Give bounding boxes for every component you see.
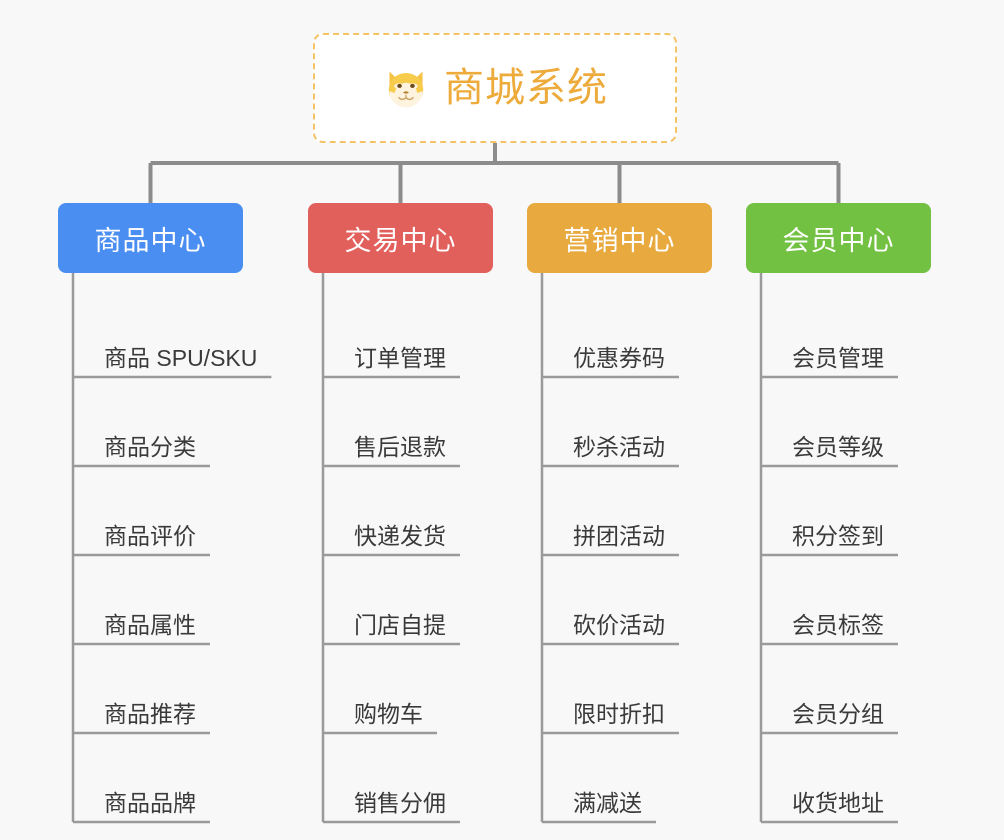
leaf-item-label: 购物车 [354,700,423,727]
leaf-item[interactable]: 商品品牌 [58,733,243,822]
leaf-item-label: 积分签到 [792,522,884,549]
leaf-item-label: 商品分类 [104,433,196,460]
leaf-item[interactable]: 订单管理 [308,288,493,377]
leaf-item[interactable]: 砍价活动 [527,555,712,644]
leaf-item[interactable]: 会员管理 [746,288,931,377]
leaf-item-label: 收货地址 [792,789,884,816]
leaf-item[interactable]: 会员等级 [746,377,931,466]
root-node[interactable]: 商城系统 [313,33,677,143]
leaf-item[interactable]: 购物车 [308,644,493,733]
category-box-1[interactable]: 商品中心 [58,203,243,273]
leaf-item-label: 限时折扣 [573,700,665,727]
leaf-item-label: 商品 SPU/SKU [104,344,258,371]
leaf-item-label: 商品品牌 [104,789,196,816]
leaf-item[interactable]: 销售分佣 [308,733,493,822]
leaf-item[interactable]: 收货地址 [746,733,931,822]
leaf-item-label: 优惠券码 [573,344,665,371]
leaf-item[interactable]: 优惠券码 [527,288,712,377]
leaf-item-label: 会员标签 [792,611,884,638]
leaf-item[interactable]: 快递发货 [308,466,493,555]
leaf-list-1: 商品 SPU/SKU 商品分类商品评价商品属性商品推荐商品品牌 [58,288,257,822]
leaf-item-label: 会员等级 [792,433,884,460]
leaf-item-label: 砍价活动 [573,611,665,638]
leaf-item-label: 商品推荐 [104,700,196,727]
category-label: 会员中心 [782,225,895,256]
category-box-3[interactable]: 营销中心 [527,203,712,273]
category-box-4[interactable]: 会员中心 [746,203,931,273]
leaf-list-4: 会员管理会员等级积分签到会员标签会员分组收货地址 [746,288,931,822]
leaf-item[interactable]: 商品评价 [58,466,243,555]
leaf-item-label: 订单管理 [354,344,446,371]
leaf-item[interactable]: 售后退款 [308,377,493,466]
category-box-2[interactable]: 交易中心 [308,203,493,273]
leaf-item-label: 满减送 [573,789,642,816]
leaf-list-2: 订单管理售后退款快递发货门店自提购物车销售分佣 [308,288,493,822]
category-label: 交易中心 [344,225,457,256]
leaf-item[interactable]: 商品推荐 [58,644,243,733]
category-label: 营销中心 [563,225,676,256]
leaf-item[interactable]: 积分签到 [746,466,931,555]
leaf-item[interactable]: 会员标签 [746,555,931,644]
leaf-item-label: 秒杀活动 [573,433,665,460]
leaf-item-label: 快递发货 [354,522,446,549]
leaf-item[interactable]: 商品分类 [58,377,243,466]
shiba-dog-face-icon [388,71,424,108]
leaf-item-label: 门店自提 [354,611,446,638]
leaf-item-label: 会员管理 [792,344,884,371]
leaf-item-label: 销售分佣 [354,789,446,816]
leaf-item[interactable]: 会员分组 [746,644,931,733]
leaf-item-label: 会员分组 [792,700,884,727]
leaf-item[interactable]: 拼团活动 [527,466,712,555]
leaf-item[interactable]: 商品属性 [58,555,243,644]
leaf-item[interactable]: 秒杀活动 [527,377,712,466]
leaf-item[interactable]: 满减送 [527,733,712,822]
root-title: 商城系统 [444,66,608,110]
leaf-item[interactable]: 限时折扣 [527,644,712,733]
leaf-list-3: 优惠券码秒杀活动拼团活动砍价活动限时折扣满减送 [527,288,712,822]
leaf-item[interactable]: 门店自提 [308,555,493,644]
category-label: 商品中心 [94,225,207,256]
leaf-item-label: 拼团活动 [573,522,665,549]
leaf-item-label: 售后退款 [354,433,446,460]
leaf-item-label: 商品评价 [104,522,196,549]
leaf-item[interactable]: 商品 SPU/SKU [58,288,257,377]
leaf-item-label: 商品属性 [104,611,196,638]
